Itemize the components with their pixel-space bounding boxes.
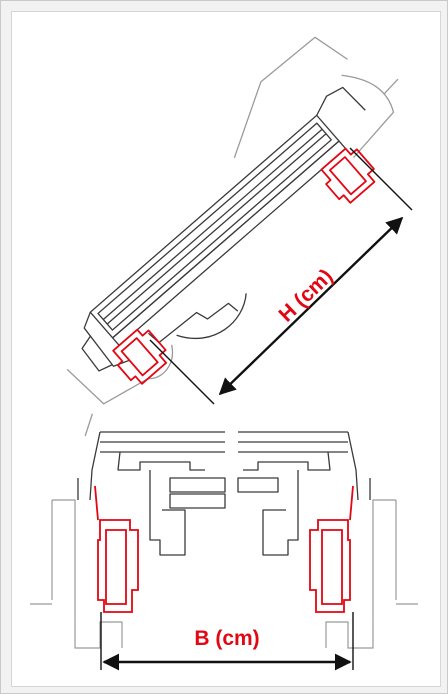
right-section-housing <box>325 499 418 649</box>
left-section-outline <box>77 431 226 556</box>
window-sash-outline <box>81 86 366 372</box>
top-flashing-outline <box>66 36 399 437</box>
width-label: B (cm) <box>194 627 259 650</box>
height-dimension-arrow <box>218 216 404 396</box>
h-extension-line-top <box>349 147 413 211</box>
frame-profile-lower <box>112 328 168 385</box>
roof-window-section: H (cm) <box>66 36 413 437</box>
window-cross-section: B (cm) <box>30 431 418 671</box>
right-section-outline <box>237 431 371 556</box>
h-extension-line-bottom <box>149 339 215 405</box>
frame-profile-upper <box>320 147 376 204</box>
left-frame-profile <box>94 485 139 613</box>
height-label: H (cm) <box>274 265 337 327</box>
right-frame-profile <box>309 485 354 613</box>
left-section-housing <box>30 499 123 649</box>
